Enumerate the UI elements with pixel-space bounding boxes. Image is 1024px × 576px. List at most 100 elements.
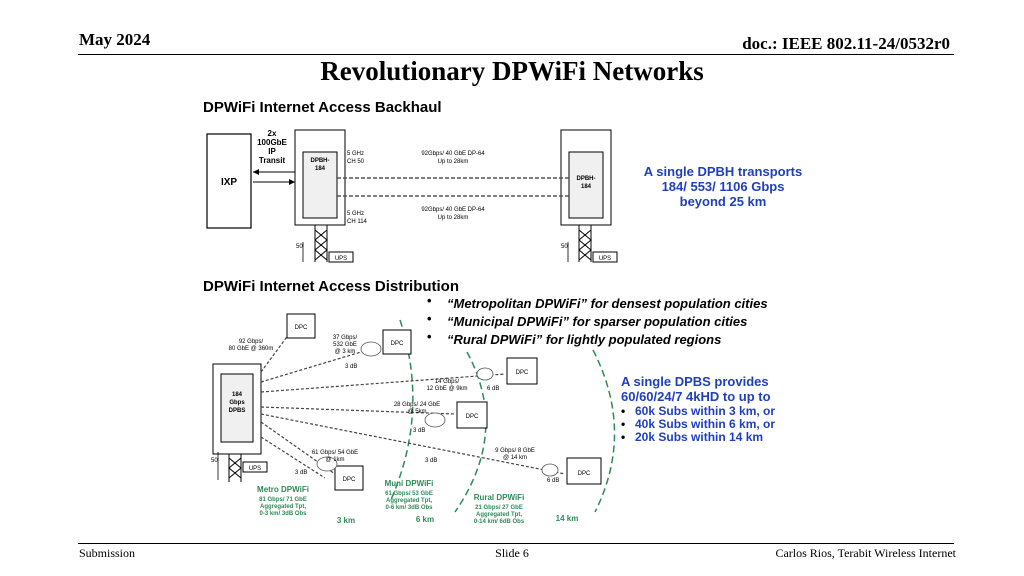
rural-label-2: 21 Gbps/ 27 GbE bbox=[475, 505, 523, 511]
dist-link-1 bbox=[260, 333, 290, 373]
dist-callout-1: A single DPBS provides bbox=[621, 374, 769, 389]
dist-callout-2: 60/60/24/7 4kHD to up to bbox=[621, 389, 771, 404]
link-label-2c: @ 3 km bbox=[335, 349, 356, 355]
backhaul-callout-2: 184/ 553/ 1106 Gbps bbox=[662, 179, 785, 194]
muni-label-3: Aggregated Tpt, bbox=[386, 498, 432, 504]
bullet-3: “Rural DPWiFi” for lightly populated reg… bbox=[447, 332, 721, 347]
cloud-icon-2 bbox=[424, 412, 446, 428]
dpc-label-2: DPC bbox=[391, 341, 404, 347]
link-top-ch-1: 5 GHz bbox=[347, 151, 364, 157]
dpc-box-4 bbox=[456, 401, 488, 429]
dpc-box-1 bbox=[286, 313, 316, 339]
dpbh-right-label-2: 184 bbox=[581, 184, 592, 190]
cloud-icon-4 bbox=[476, 367, 494, 381]
tower-left-icon bbox=[314, 225, 328, 262]
cloud-icon-5 bbox=[541, 463, 559, 477]
ups-left-label: UPS bbox=[335, 256, 347, 262]
dist-callout-dot-3: • bbox=[621, 430, 625, 444]
link-label-6b: @ 14 km bbox=[503, 455, 527, 461]
db-label-6: 6 dB bbox=[547, 478, 559, 484]
dpc-label-3: DPC bbox=[516, 370, 529, 376]
backhaul-callout-3: beyond 25 km bbox=[680, 194, 767, 209]
dpbs-label-2: Gbps bbox=[229, 400, 245, 406]
range-6km-label: 6 km bbox=[416, 515, 434, 524]
link-label-3b: 12 GbE @ 9km bbox=[426, 386, 467, 392]
tower-left-height: 50' bbox=[296, 244, 304, 250]
dist-link-2 bbox=[260, 345, 382, 383]
dpc-box-5 bbox=[334, 465, 364, 491]
range-14km-label: 14 km bbox=[556, 514, 579, 523]
footer-left: Submission bbox=[79, 546, 136, 560]
ups-dpbs-box bbox=[242, 461, 268, 473]
link-label-2b: 532 GbE bbox=[333, 342, 357, 348]
link-label-1a: 92 Gbps/ bbox=[239, 339, 264, 345]
dpbh-left-label-2: 184 bbox=[315, 166, 326, 172]
link-bottom-rate-1: 92Gbps/ 40 GbE DP-64 bbox=[421, 207, 485, 213]
dpc-label-1: DPC bbox=[295, 325, 308, 331]
network-diagram: DPWiFi Internet Access Backhaul IXP 2x 1… bbox=[203, 99, 802, 525]
dpbs-label-3: DPBS bbox=[229, 408, 246, 414]
ups-left-box bbox=[328, 251, 354, 263]
dpc-label-4: DPC bbox=[466, 414, 479, 420]
dpc-label-6: DPC bbox=[578, 471, 591, 477]
dist-callout-bullet-3: 20k Subs within 14 km bbox=[635, 430, 763, 444]
dpbs-label-1: 184 bbox=[232, 392, 243, 398]
tower-right-icon bbox=[578, 225, 592, 262]
dpc-label-5: DPC bbox=[343, 477, 356, 483]
muni-label-4: 0-6 km/ 3dB Obs bbox=[385, 505, 433, 511]
dist-link-7 bbox=[260, 436, 326, 479]
link-bottom-rate-2: Up to 28km bbox=[438, 215, 469, 221]
rural-label-3: Aggregated Tpt, bbox=[476, 512, 522, 518]
ups-right-label: UPS bbox=[599, 256, 611, 262]
link-top-rate-2: Up to 28km bbox=[438, 159, 469, 165]
db-label-2: 6 dB bbox=[487, 386, 499, 392]
db-label-1: 3 dB bbox=[345, 364, 357, 370]
dpbh-left-label-1: DPBH- bbox=[311, 158, 330, 164]
dpbh-right-label-1: DPBH- bbox=[577, 176, 596, 182]
link-label-2a: 37 Gbps/ bbox=[333, 335, 358, 341]
transit-label-1: 2x bbox=[268, 129, 277, 138]
tower-dpbs-icon bbox=[228, 454, 242, 482]
bullet-2-dot: • bbox=[427, 311, 432, 326]
dist-link-6 bbox=[260, 413, 566, 475]
db-label-4: 3 dB bbox=[425, 458, 437, 464]
dpbh-right-box bbox=[568, 151, 604, 219]
metro-label-4: 0-3 km/ 3dB Obs bbox=[259, 511, 307, 517]
bullet-2: “Municipal DPWiFi” for sparser populatio… bbox=[447, 314, 747, 329]
link-label-4a: 28 Gbps/ 24 GbE bbox=[394, 402, 440, 408]
header-doc-id: doc.: IEEE 802.11-24/0532r0 bbox=[742, 34, 950, 53]
link-top-rate-1: 92Gbps/ 40 GbE DP-64 bbox=[421, 151, 485, 157]
bullet-3-dot: • bbox=[427, 329, 432, 344]
backhaul-callout-1: A single DPBH transports bbox=[644, 164, 802, 179]
muni-label-2: 61 Gbps/ 53 GbE bbox=[385, 491, 433, 497]
link-bottom-ch-1: 5 GHz bbox=[347, 211, 364, 217]
tower-right-height: 50' bbox=[561, 244, 569, 250]
footer-slide-number: Slide 6 bbox=[495, 546, 529, 560]
metro-label-1: Metro DPWiFi bbox=[257, 485, 309, 494]
link-top-ch-2: CH 50 bbox=[347, 159, 365, 165]
db-label-5: 3 dB bbox=[295, 470, 307, 476]
dpc-box-2 bbox=[382, 329, 412, 355]
bullet-1: “Metropolitan DPWiFi” for densest popula… bbox=[447, 296, 768, 311]
link-label-6a: 9 Gbps/ 8 GbE bbox=[495, 448, 535, 454]
muni-label-1: Muni DPWiFi bbox=[385, 479, 434, 488]
backhaul-heading: DPWiFi Internet Access Backhaul bbox=[203, 99, 442, 116]
range-ring-14km bbox=[592, 349, 616, 513]
header-date: May 2024 bbox=[79, 30, 151, 49]
link-label-5a: 61 Gbps/ 54 GbE bbox=[312, 450, 358, 456]
dist-callout-dot-1: • bbox=[621, 404, 625, 418]
ixp-box bbox=[206, 133, 252, 229]
header-divider bbox=[78, 54, 954, 55]
footer-divider bbox=[78, 543, 954, 544]
metro-label-2: 81 Gbps/ 71 GbE bbox=[259, 497, 307, 503]
transit-label-4: Transit bbox=[259, 156, 286, 165]
ixp-label: IXP bbox=[221, 177, 237, 188]
rural-label-4: 0-14 km/ 6dB Obs bbox=[474, 519, 525, 525]
cloud-icon-1 bbox=[360, 341, 382, 357]
cloud-icon-3 bbox=[316, 456, 338, 472]
dist-link-3 bbox=[260, 373, 506, 393]
ups-dpbs-label: UPS bbox=[249, 466, 261, 472]
dist-callout-dot-2: • bbox=[621, 417, 625, 431]
distribution-heading: DPWiFi Internet Access Distribution bbox=[203, 278, 459, 295]
tower-dpbs-height: 50' bbox=[211, 458, 219, 464]
